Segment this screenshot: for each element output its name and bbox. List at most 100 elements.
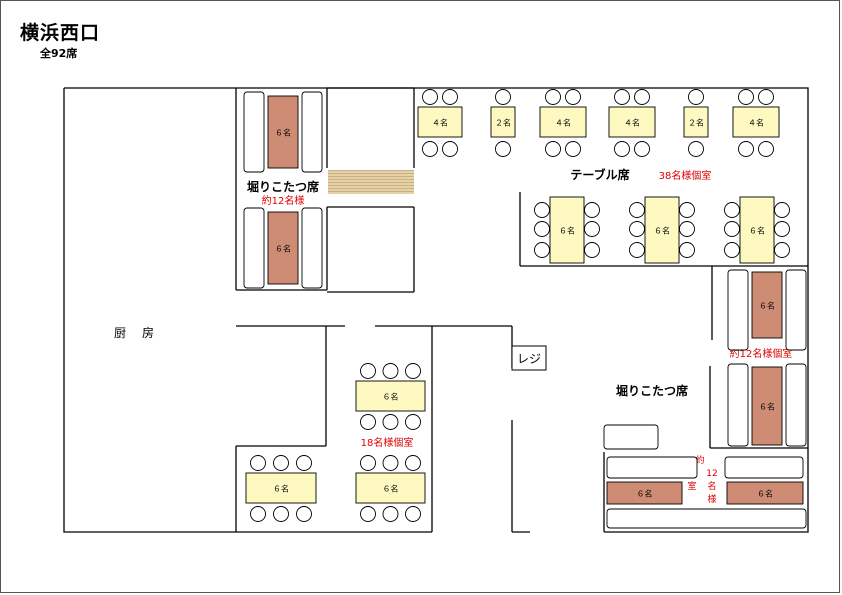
bench [603, 424, 659, 450]
chair [724, 242, 740, 258]
chair [360, 414, 376, 430]
table-seat-label: ６名 [757, 489, 773, 499]
register-label: レジ [517, 352, 541, 366]
bench [727, 269, 749, 351]
table [539, 106, 587, 138]
chair [724, 202, 740, 218]
table [726, 481, 804, 505]
table [490, 106, 516, 138]
table-seat-label: ２名 [688, 118, 704, 128]
chair [382, 506, 399, 522]
chair [250, 455, 266, 471]
table-seat-label: ６名 [559, 226, 575, 236]
table [245, 472, 317, 504]
table-seat-label: ６名 [275, 128, 291, 138]
vertical-note-char: 12 [706, 469, 717, 479]
chair [688, 89, 704, 105]
chair [405, 363, 421, 379]
bench [243, 91, 265, 173]
table-seat-label: ６名 [637, 489, 653, 499]
table [751, 366, 783, 446]
chair [614, 89, 630, 105]
horigotatsu-top-note: 約12名様 [262, 194, 305, 207]
bench [301, 91, 323, 173]
chair [629, 221, 645, 237]
table [355, 472, 426, 504]
chair [565, 141, 581, 157]
chair [405, 455, 421, 471]
bottom-room-note: 18名様個室 [361, 436, 414, 449]
page-title: 横浜西口 [20, 22, 101, 44]
seat-count: 全92席 [40, 47, 78, 60]
chair [495, 89, 511, 105]
chair [273, 506, 289, 522]
chair [296, 506, 312, 522]
chair [629, 202, 645, 218]
chair [614, 141, 630, 157]
chair [250, 506, 266, 522]
chair [634, 141, 650, 157]
chair [382, 414, 399, 430]
table [355, 380, 426, 412]
bench [724, 456, 804, 479]
table [608, 106, 656, 138]
chair [774, 242, 790, 258]
chair [758, 141, 774, 157]
table-seat-label: ４名 [555, 118, 571, 128]
chair [405, 414, 421, 430]
table-area-note: 38名様個室 [659, 169, 712, 182]
chair [360, 363, 376, 379]
chair [724, 221, 740, 237]
vertical-note-char: 室 [687, 480, 696, 492]
chair [679, 202, 695, 218]
table [417, 106, 463, 138]
chair [534, 221, 550, 237]
vertical-note-char: 名 [707, 480, 716, 492]
table [606, 481, 683, 505]
table-seat-label: ６名 [749, 226, 765, 236]
chair [565, 89, 581, 105]
table-seat-label: ６名 [759, 301, 775, 311]
bench [785, 363, 807, 447]
chair [360, 506, 376, 522]
table [751, 271, 783, 339]
bench [727, 363, 749, 447]
table-seat-label: ４名 [432, 118, 448, 128]
chair [442, 141, 458, 157]
chair [584, 242, 600, 258]
table-seat-label: ２名 [495, 118, 511, 128]
chair [584, 221, 600, 237]
table [683, 106, 709, 138]
chair [545, 141, 561, 157]
table-area-label: テーブル席 [570, 167, 629, 182]
bench [301, 207, 323, 289]
table-seat-label: ６名 [759, 402, 775, 412]
table-seat-label: ４名 [624, 118, 640, 128]
stairs [328, 170, 414, 194]
table [267, 211, 299, 285]
table [732, 106, 780, 138]
chair [360, 455, 376, 471]
vertical-note-char: 様 [707, 493, 716, 505]
table [549, 196, 585, 264]
horigotatsu-top-label: 堀りこたつ席 [247, 179, 319, 194]
chair [422, 89, 438, 105]
chair [584, 202, 600, 218]
bench [606, 456, 698, 479]
bench [243, 207, 265, 289]
table [267, 95, 299, 169]
chair [534, 242, 550, 258]
table-seat-label: ６名 [275, 244, 291, 254]
chair [758, 89, 774, 105]
register [511, 345, 547, 371]
chair [296, 455, 312, 471]
chair [382, 363, 399, 379]
table [644, 196, 680, 264]
chair [679, 242, 695, 258]
chair [774, 221, 790, 237]
chair [679, 221, 695, 237]
chair [273, 455, 289, 471]
table [739, 196, 775, 264]
